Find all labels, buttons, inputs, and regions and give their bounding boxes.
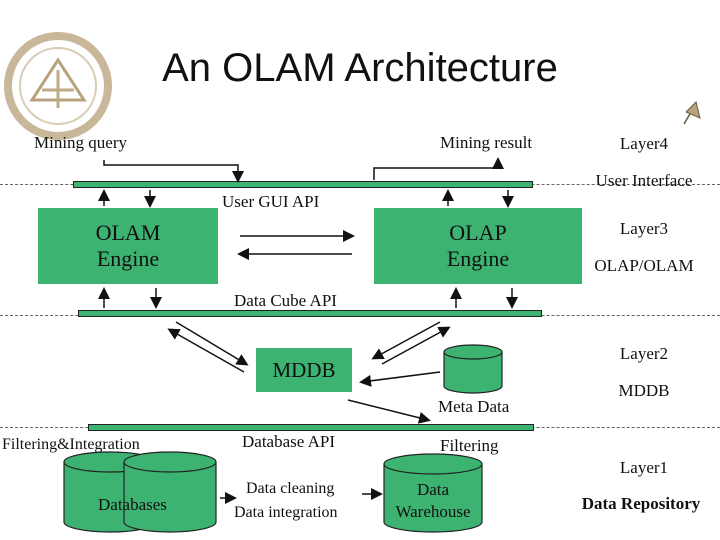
mining-query-label: Mining query xyxy=(34,133,128,152)
mining-result-label: Mining result xyxy=(440,133,533,152)
mining-result-connector xyxy=(373,157,504,180)
layer2-desc: MDDB xyxy=(618,381,670,400)
databases-cylinders-icon xyxy=(63,451,217,533)
layer4-label: Layer4 xyxy=(619,134,669,153)
university-seal-logo xyxy=(4,32,112,140)
arrow-cube-to-mddb-left-2 xyxy=(167,328,245,373)
databases-label: Databases xyxy=(98,495,167,514)
user-gui-api-bar xyxy=(73,181,533,188)
meta-data-label: Meta Data xyxy=(438,397,510,416)
database-api-label: Database API xyxy=(242,432,336,451)
arrow-mddb-to-dbapi xyxy=(347,399,431,424)
arrow-cube-to-mddb-left-1 xyxy=(175,321,249,366)
user-gui-api-label: User GUI API xyxy=(222,192,320,211)
data-cube-api-label: Data Cube API xyxy=(234,291,337,310)
filtering-label: Filtering xyxy=(440,436,499,455)
olap-engine-line2: Engine xyxy=(446,246,510,271)
mining-query-connector xyxy=(103,160,244,183)
olam-engine-line1: OLAM xyxy=(95,220,161,245)
mddb-label: MDDB xyxy=(272,358,336,382)
page-title: An OLAM Architecture xyxy=(162,46,558,90)
arrow-cube-to-mddb-right-2 xyxy=(381,326,451,365)
layer3-label: Layer3 xyxy=(619,219,669,238)
mddb-node: MDDB xyxy=(256,348,352,392)
arrow-meta-to-mddb xyxy=(359,371,441,387)
arrow-cube-to-mddb-right-1 xyxy=(371,321,441,360)
data-warehouse-label: Data Warehouse xyxy=(384,479,482,523)
layer4-desc: User Interface xyxy=(595,171,693,190)
data-cleaning-label: Data cleaning xyxy=(246,480,335,497)
layer1-label: Layer1 xyxy=(619,458,669,477)
filtering-integration-label: Filtering&Integration xyxy=(2,436,140,453)
layer3-desc: OLAP/OLAM xyxy=(594,256,694,275)
olap-engine-line1: OLAP xyxy=(449,220,507,245)
data-warehouse-line2: Warehouse xyxy=(395,502,471,521)
data-warehouse-line1: Data xyxy=(416,480,450,499)
olam-engine-line2: Engine xyxy=(96,246,160,271)
layer2-label: Layer2 xyxy=(619,344,669,363)
pin-icon xyxy=(683,101,701,125)
data-cube-api-bar xyxy=(78,310,542,317)
layer1-desc: Data Repository xyxy=(581,494,701,513)
meta-data-cylinder-icon xyxy=(443,344,503,394)
data-integration-label: Data integration xyxy=(234,504,338,521)
database-api-bar xyxy=(88,424,534,431)
data-warehouse-cylinder-icon xyxy=(383,453,483,533)
